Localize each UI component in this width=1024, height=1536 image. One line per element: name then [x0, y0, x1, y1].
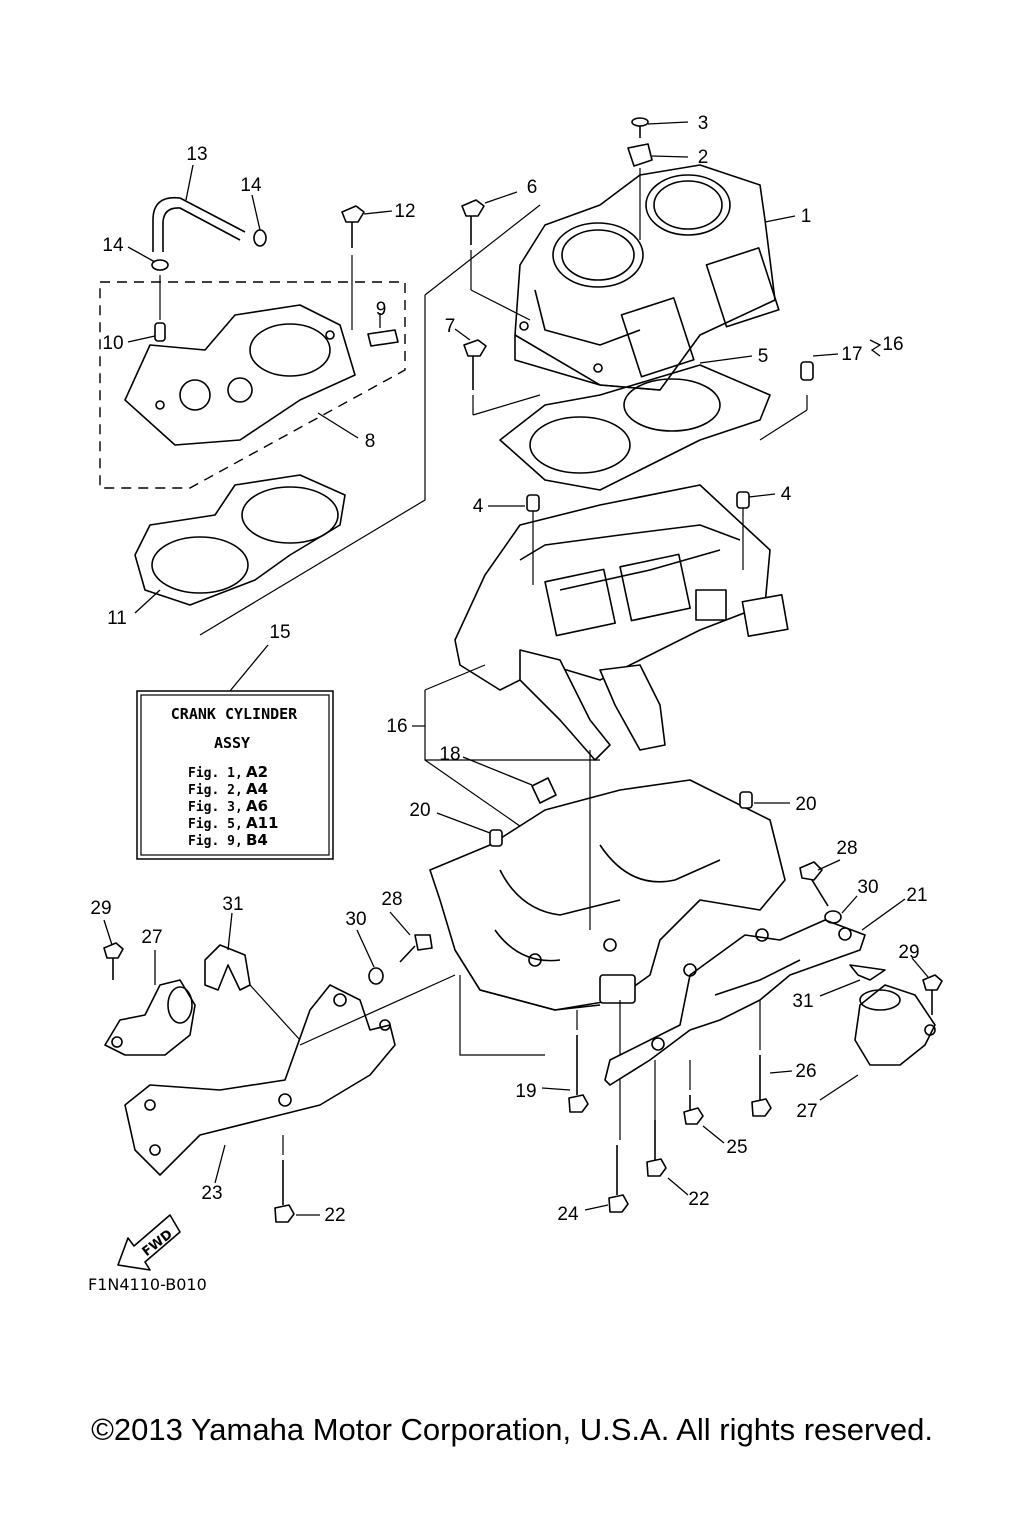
- hose-13-part: [152, 196, 246, 252]
- callout-14-lower: 14: [102, 235, 124, 256]
- callout-9: 9: [376, 299, 387, 320]
- dowel-20-left-part: [489, 829, 503, 847]
- callout-30-right: 30: [857, 877, 878, 898]
- callout-26: 26: [795, 1061, 816, 1082]
- bracket-2-part: [627, 143, 653, 240]
- assy-title-line1: CRANK CYLINDER: [171, 705, 298, 723]
- assy-reference-box: CRANK CYLINDER ASSY Fig. 1, A2 Fig. 2, A…: [136, 690, 334, 860]
- callout-5: 5: [758, 346, 769, 367]
- callout-4-left: 4: [473, 496, 484, 517]
- bolt-28-right-part: [799, 861, 829, 907]
- bolt-22-right-part: [646, 1120, 667, 1177]
- callout-3: 3: [698, 113, 709, 134]
- dowel-4-left-part: [526, 494, 540, 512]
- cover-8-outline: [99, 281, 406, 489]
- callout-31-right: 31: [792, 991, 813, 1012]
- callout-18: 18: [439, 744, 460, 765]
- upper-crankcase-part: [454, 484, 789, 761]
- assy-row-ref: A11: [246, 814, 278, 832]
- bolt-26-part: [751, 1055, 772, 1117]
- leader-lines: [103, 121, 929, 1216]
- callout-10: 10: [102, 333, 123, 354]
- callout-15: 15: [269, 622, 290, 643]
- callout-30-left: 30: [345, 909, 366, 930]
- callout-31-left: 31: [222, 894, 243, 915]
- assy-row-ref: A6: [246, 797, 268, 815]
- assy-row-fig: Fig. 1,: [188, 766, 243, 781]
- bushing-18-part: [531, 777, 557, 804]
- callout-7: 7: [445, 316, 456, 337]
- bolt-22-left-part: [274, 1135, 295, 1223]
- callout-20-right: 20: [795, 794, 816, 815]
- callout-29-left: 29: [90, 898, 111, 919]
- bolt-6-part: [461, 199, 531, 321]
- callout-8: 8: [365, 431, 376, 452]
- callout-12: 12: [394, 201, 415, 222]
- assy-row-fig: Fig. 3,: [188, 800, 243, 815]
- bolt-24-part: [608, 1145, 629, 1213]
- mount-21-part: [604, 919, 866, 1086]
- lower-crankcase-part: [429, 779, 786, 1011]
- callout-16-right: 16: [882, 334, 903, 355]
- washer-30-left-part: [368, 967, 384, 985]
- gasket-5-part: [499, 364, 771, 491]
- callout-labels: 3 2 1 4 4 5 6 7 8 9 10 11 12 13 14 14 15…: [90, 113, 927, 1226]
- bolt-12-part: [341, 205, 365, 330]
- bolt-25-part: [683, 1095, 704, 1125]
- gasket-11-part: [134, 474, 346, 606]
- callout-21: 21: [906, 885, 927, 906]
- callout-4-right: 4: [781, 484, 792, 505]
- callout-22-right: 22: [688, 1189, 709, 1210]
- callout-2: 2: [698, 147, 709, 168]
- assy-row-fig: Fig. 2,: [188, 783, 243, 798]
- clip-14-part: [151, 229, 267, 271]
- callout-25: 25: [726, 1137, 747, 1158]
- mount-rubber-27-right-part: [854, 984, 936, 1066]
- callout-14-upper: 14: [240, 175, 262, 196]
- assy-row-ref: B4: [246, 831, 268, 849]
- washer-30-right-part: [824, 910, 842, 924]
- pin-10-part: [154, 322, 166, 342]
- bolt-7-part: [463, 339, 541, 416]
- callout-27-left: 27: [141, 927, 162, 948]
- callout-19: 19: [515, 1081, 536, 1102]
- dowel-20-right-part: [739, 791, 753, 809]
- callout-24: 24: [557, 1204, 579, 1225]
- callout-1: 1: [801, 206, 812, 227]
- diagram-code: F1N4110-B010: [88, 1275, 207, 1294]
- assy-title-line2: ASSY: [214, 734, 250, 752]
- callout-17: 17: [841, 344, 862, 365]
- assy-row-ref: A2: [246, 763, 268, 781]
- bolt-28-left-part: [399, 934, 433, 963]
- bracket-31-left-part: [204, 944, 251, 991]
- bracket-31-right-part: [849, 964, 886, 981]
- cover-8-part: [124, 304, 356, 446]
- callout-28-left: 28: [381, 889, 402, 910]
- bolt-29-right-part: [922, 974, 943, 1015]
- mount-rubber-27-left-part: [104, 979, 196, 1056]
- screw-3-part: [631, 117, 649, 138]
- bolt-29-left-part: [103, 942, 124, 980]
- callout-20-left: 20: [409, 800, 430, 821]
- callout-22-left: 22: [324, 1205, 345, 1226]
- copyright-notice: ©2013 Yamaha Motor Corporation, U.S.A. A…: [91, 1412, 933, 1447]
- fitting-9-part: [367, 329, 399, 347]
- cylinder-block-part: [514, 164, 780, 391]
- assy-row-fig: Fig. 9,: [188, 834, 243, 849]
- callout-13: 13: [186, 144, 207, 165]
- callout-16-left: 16: [386, 716, 407, 737]
- dowel-4-right-part: [736, 491, 750, 509]
- bolt-19-part: [568, 1035, 589, 1113]
- forward-arrow-icon: FWD: [117, 1214, 181, 1271]
- callout-6: 6: [527, 177, 538, 198]
- assy-row-ref: A4: [246, 780, 268, 798]
- callout-29-right: 29: [898, 942, 919, 963]
- callout-11: 11: [107, 608, 127, 629]
- callout-23: 23: [201, 1183, 222, 1204]
- assy-row-fig: Fig. 5,: [188, 817, 243, 832]
- callout-28-right: 28: [836, 838, 857, 859]
- callout-27-right: 27: [796, 1101, 817, 1122]
- pin-17-part: [759, 361, 814, 441]
